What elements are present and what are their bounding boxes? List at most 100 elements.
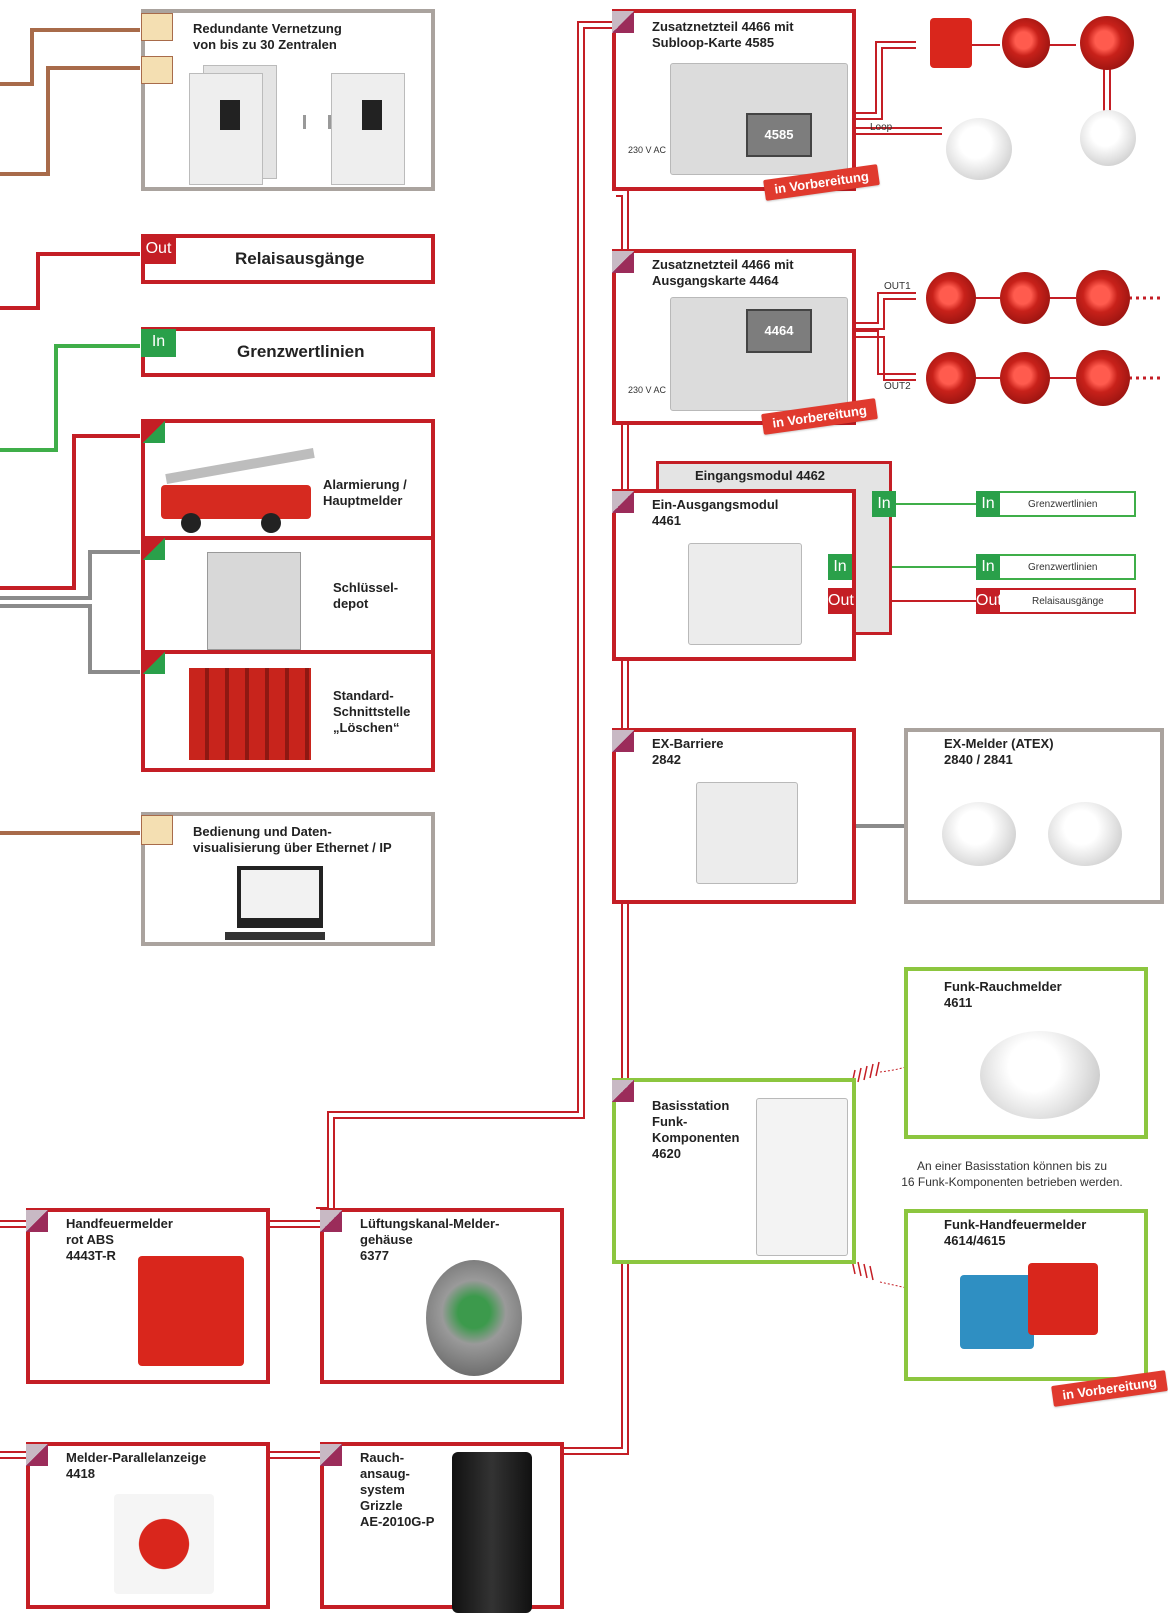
relay-outputs-title: Relaisausgänge — [235, 249, 365, 268]
device-tag-icon — [612, 491, 634, 513]
card-4585: 4585 — [746, 113, 812, 157]
base-station-image — [756, 1098, 848, 1256]
ex-detector-box: EX-Melder (ATEX) 2840 / 2841 — [904, 728, 1164, 904]
input-module-title: Eingangsmodul 4462 — [695, 468, 826, 483]
manual-call-point-title: Handfeuermelder rot ABS 4443T-R — [66, 1216, 173, 1263]
ex-barrier-image — [696, 782, 798, 884]
ethernet-icon — [141, 815, 173, 845]
out-tag: Out — [828, 588, 854, 614]
limit-lines-small-box: In Grenzwertlinien — [976, 554, 1136, 580]
siren-icon — [1002, 18, 1050, 68]
ex-detector-icon — [1048, 802, 1122, 866]
key-depot-image — [207, 552, 301, 650]
device-tag-icon — [26, 1444, 48, 1466]
panel-image — [331, 73, 405, 185]
device-tag-icon — [320, 1210, 342, 1232]
aspirating-system-image — [452, 1452, 532, 1613]
in-tag: In — [976, 554, 1000, 580]
parallel-indicator-title: Melder-Parallelanzeige 4418 — [66, 1450, 207, 1481]
key-depot-title: Schlüssel- depot — [333, 580, 399, 611]
fire-truck-image — [161, 448, 317, 533]
siren-icon — [1000, 352, 1050, 404]
card-4464: 4464 — [746, 309, 812, 353]
interface-arrows-icon — [143, 421, 165, 443]
base-station-box: Basisstation Funk- Komponenten 4620 — [612, 1078, 856, 1264]
in-tag: In — [872, 491, 896, 517]
alarm-title: Alarmierung / Hauptmelder — [323, 477, 407, 508]
duct-detector-box: Lüftungskanal-Melder- gehäuse 6377 — [320, 1208, 564, 1384]
radio-smoke-title: Funk-Rauchmelder 4611 — [944, 979, 1062, 1010]
keyboard-image — [225, 932, 325, 940]
blue-call-point-image — [960, 1275, 1034, 1349]
parallel-indicator-box: Melder-Parallelanzeige 4418 — [26, 1442, 270, 1609]
siren-icon — [1076, 350, 1130, 406]
base-station-note: An einer Basisstation können bis zu 16 F… — [901, 1159, 1123, 1189]
red-call-point-image — [138, 1256, 244, 1366]
radio-call-point-box: Funk-Handfeuermelder 4614/4615 — [904, 1209, 1148, 1381]
psu-subloop-title: Zusatznetzteil 4466 mit Subloop-Karte 45… — [652, 19, 794, 50]
io-module-image — [688, 543, 802, 645]
interface-arrows-icon — [143, 652, 165, 674]
computer-monitor-image — [237, 866, 323, 928]
device-tag-icon — [612, 730, 634, 752]
manual-call-point-box: Handfeuermelder rot ABS 4443T-R — [26, 1208, 270, 1384]
ac-label: 230 V AC — [628, 385, 667, 395]
interface-arrows-icon — [143, 538, 165, 560]
extinguishing-cylinders-image — [189, 668, 311, 760]
out-tag: Out — [141, 236, 176, 264]
device-tag-icon — [612, 11, 634, 33]
key-depot-box: Schlüssel- depot — [141, 536, 435, 654]
panel-image — [189, 73, 263, 185]
limit-lines-title: Grenzwertlinien — [237, 342, 365, 361]
aspirating-system-box: Rauch- ansaug- system Grizzle AE-2010G-P — [320, 1442, 564, 1613]
extinguishing-box: Standard- Schnittstelle „Löschen“ — [141, 650, 435, 772]
relay-outputs-box: Relaisausgänge — [141, 234, 435, 284]
parallel-indicator-image — [114, 1494, 214, 1594]
base-station-title: Basisstation Funk- Komponenten 4620 — [652, 1098, 740, 1161]
limit-lines-small-box: In Grenzwertlinien — [976, 491, 1136, 517]
siren-icon — [926, 272, 976, 324]
ex-barrier-box: EX-Barriere 2842 — [612, 728, 856, 904]
device-tag-icon — [612, 1080, 634, 1102]
radio-smoke-box: Funk-Rauchmelder 4611 — [904, 967, 1148, 1139]
operation-box: Bedienung und Daten- visualisierung über… — [141, 812, 435, 946]
siren-icon — [1080, 16, 1134, 70]
out2-label: OUT2 — [884, 381, 911, 392]
siren-icon — [1000, 272, 1050, 324]
siren-icon — [926, 352, 976, 404]
dots-separator — [303, 115, 331, 129]
psu-subloop-box: Zusatznetzteil 4466 mit Subloop-Karte 45… — [612, 9, 856, 191]
extinguishing-title: Standard- Schnittstelle „Löschen“ — [333, 688, 411, 735]
out-tag: Out — [976, 588, 1002, 614]
smoke-detector-icon — [946, 118, 1012, 180]
red-call-point-image — [1028, 1263, 1098, 1335]
alarm-box: Alarmierung / Hauptmelder — [141, 419, 435, 543]
in-tag: In — [976, 491, 1000, 517]
radio-call-point-title: Funk-Handfeuermelder 4614/4615 — [944, 1217, 1087, 1248]
loop-label: Loop — [870, 122, 893, 133]
out1-label: OUT1 — [884, 281, 911, 292]
relay-outputs-label: Relaisausgänge — [1032, 596, 1104, 607]
network-icon — [141, 13, 173, 41]
redundant-network-box: Redundante Vernetzung von bis zu 30 Zent… — [141, 9, 435, 191]
siren-icon — [1076, 270, 1130, 326]
radio-smoke-detector-icon — [980, 1031, 1100, 1119]
device-tag-icon — [612, 251, 634, 273]
limit-lines-box: Grenzwertlinien — [141, 327, 435, 377]
duct-detector-image — [426, 1260, 522, 1376]
ex-detector-title: EX-Melder (ATEX) 2840 / 2841 — [944, 736, 1054, 767]
redundant-network-title: Redundante Vernetzung von bis zu 30 Zent… — [193, 21, 342, 52]
psu-output-title: Zusatznetzteil 4466 mit Ausgangskarte 44… — [652, 257, 794, 288]
limit-lines-label: Grenzwertlinien — [1028, 562, 1098, 573]
in-tag: In — [828, 554, 852, 580]
ex-barrier-title: EX-Barriere 2842 — [652, 736, 724, 767]
ex-detector-icon — [942, 802, 1016, 866]
device-tag-icon — [320, 1444, 342, 1466]
device-tag-icon — [26, 1210, 48, 1232]
network-icon — [141, 56, 173, 84]
relay-outputs-small-box: Out Relaisausgänge — [976, 588, 1136, 614]
smoke-detector-icon — [1080, 110, 1136, 166]
manual-call-point-image — [930, 18, 972, 68]
psu-output-box: Zusatznetzteil 4466 mit Ausgangskarte 44… — [612, 249, 856, 425]
ac-label: 230 V AC — [628, 145, 667, 155]
